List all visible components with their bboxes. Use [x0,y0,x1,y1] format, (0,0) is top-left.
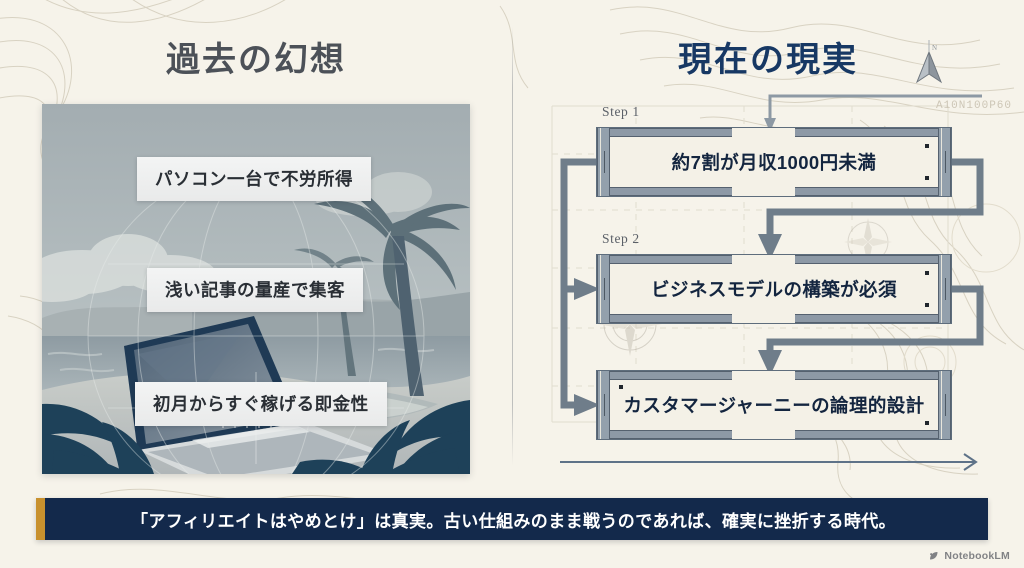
card-rail-top [597,371,951,380]
right-panel-title: 現在の現実 [678,41,858,79]
step-3-card: カスタマージャーニーの論理的設計 [596,370,952,440]
card-corner-dot [925,421,929,425]
north-arrow-icon: N [905,36,951,91]
step-1-label: Step 1 [602,104,640,119]
step-3-text: カスタマージャーニーの論理的設計 [623,395,925,416]
card-cap-right [938,371,951,439]
step-2-text: ビジネスモデルの構築が必須 [651,279,897,300]
bottom-banner: 「アフィリエイトはやめとけ」は真実。古い仕組みのまま戦うのであれば、確実に挫折す… [36,498,988,540]
step-2-label: Step 2 [602,231,640,246]
banner-accent-bar [36,498,45,540]
card-corner-dot [925,271,929,275]
step-2-card: ビジネスモデルの構築が必須 [596,254,952,324]
notebooklm-label: NotebookLM [944,550,1010,562]
card-cap-left [597,255,610,323]
card-rail-bottom [597,314,951,323]
card-cap-left [597,128,610,196]
illusion-label-3: 初月からすぐ稼げる即金性 [135,382,387,426]
card-corner-dot [619,385,623,389]
card-cap-right [938,128,951,196]
card-rail-top [597,128,951,137]
step-1-card: 約7割が月収1000円未満 [596,127,952,197]
card-cap-right [938,255,951,323]
notebooklm-watermark: NotebookLM [928,550,1010,562]
left-panel-title: 過去の幻想 [166,42,346,79]
card-rail-bottom [597,430,951,439]
banner-text: 「アフィリエイトはやめとけ」は真実。古い仕組みのまま戦うのであれば、確実に挫折す… [130,511,897,531]
corner-code-text: A10N100P60 [935,100,1012,112]
card-rail-bottom [597,187,951,196]
card-corner-dot [925,144,929,148]
flow-connectors [551,94,984,471]
card-corner-dot [925,176,929,180]
process-flow-diagram: A10N100P60 Step 1 Step 2 約7割が月収1000円未満 ビ… [512,92,1024,482]
notebooklm-icon [928,550,940,562]
card-corner-dot [925,303,929,307]
step-1-text: 約7割が月収1000円未満 [671,152,877,173]
panel-divider [512,26,513,466]
illusion-label-1: パソコン一台で不労所得 [137,157,371,201]
svg-text:N: N [932,44,937,52]
illusion-label-2: 浅い記事の量産で集客 [147,268,363,312]
card-rail-top [597,255,951,264]
card-cap-left [597,371,610,439]
